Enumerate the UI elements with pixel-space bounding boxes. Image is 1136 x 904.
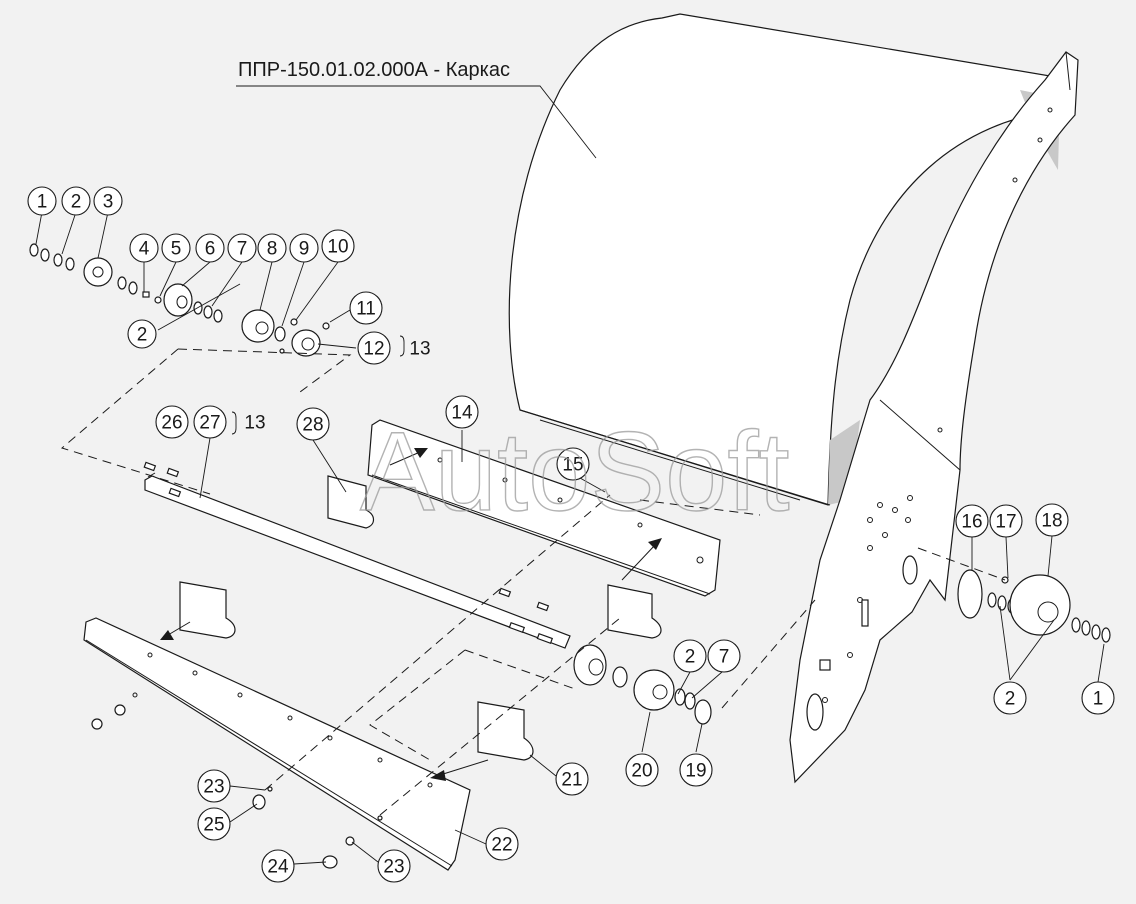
- callout-leaders: [35, 211, 1105, 865]
- svg-text:15: 15: [562, 455, 583, 476]
- callout-1: 1: [27, 186, 57, 216]
- scraper-bar: [367, 419, 721, 597]
- svg-text:8: 8: [267, 239, 278, 260]
- callout-28: 28: [296, 407, 330, 441]
- callout-5: 5: [161, 233, 191, 263]
- svg-text:22: 22: [491, 835, 512, 856]
- left-sprocket-stack: [29, 243, 330, 357]
- callout-21: 21: [555, 762, 589, 796]
- svg-text:3: 3: [103, 192, 114, 213]
- right-drive-parts: [573, 644, 712, 725]
- svg-text:24: 24: [267, 857, 289, 878]
- svg-text:18: 18: [1041, 511, 1062, 532]
- callout-14: 14: [445, 395, 479, 429]
- svg-text:14: 14: [451, 403, 473, 424]
- svg-text:20: 20: [631, 761, 652, 782]
- svg-text:1: 1: [1093, 689, 1104, 710]
- callout-26: 26: [155, 405, 189, 439]
- svg-text:9: 9: [299, 239, 310, 260]
- rubber-pad-28: [327, 475, 375, 529]
- callout-15: 15: [556, 447, 590, 481]
- svg-text:25: 25: [203, 815, 224, 836]
- svg-text:13: 13: [244, 413, 265, 434]
- rubber-pad-21: [477, 701, 534, 761]
- svg-text:2: 2: [685, 647, 696, 668]
- callout-25: 25: [197, 807, 231, 841]
- callout-20: 20: [625, 753, 659, 787]
- callout-2-left: 2: [127, 319, 157, 349]
- callout-23-upper: 23: [197, 769, 231, 803]
- drive-shaft: [143, 461, 571, 649]
- callouts: 1 2 3 4 5 6 7 8 9 10 2 11 12 13 26 27 13…: [27, 186, 1115, 883]
- title-label: ППР-150.01.02.000А - Каркас: [238, 59, 510, 81]
- callout-6: 6: [195, 233, 225, 263]
- svg-text:19: 19: [685, 761, 706, 782]
- fasteners: [252, 786, 383, 869]
- svg-text:4: 4: [139, 239, 150, 260]
- callout-13-mid: 13: [244, 413, 265, 434]
- callout-1-right: 1: [1081, 681, 1115, 715]
- svg-text:23: 23: [203, 777, 224, 798]
- assembly-lines: [60, 348, 1006, 816]
- svg-text:12: 12: [363, 339, 384, 360]
- callout-24: 24: [261, 849, 295, 883]
- callout-8: 8: [257, 233, 287, 263]
- svg-text:10: 10: [327, 237, 348, 258]
- svg-text:23: 23: [383, 857, 404, 878]
- callout-7-mid: 7: [707, 639, 741, 673]
- callout-9: 9: [289, 233, 319, 263]
- svg-text:2: 2: [1005, 689, 1016, 710]
- callout-4: 4: [129, 233, 159, 263]
- frame-body: [508, 13, 1079, 784]
- rubber-pad-upper-left: [179, 581, 236, 639]
- svg-text:7: 7: [237, 239, 248, 260]
- callout-19: 19: [679, 753, 713, 787]
- callout-7: 7: [227, 233, 257, 263]
- svg-text:11: 11: [356, 299, 376, 320]
- side-sprocket-assembly: [957, 569, 1111, 643]
- svg-text:16: 16: [961, 512, 982, 533]
- callout-12: 12: [357, 331, 391, 365]
- callout-2-mid: 2: [673, 639, 707, 673]
- callout-2: 2: [61, 186, 91, 216]
- svg-text:7: 7: [719, 647, 730, 668]
- callout-2-right: 2: [993, 681, 1027, 715]
- callout-10: 10: [321, 229, 355, 263]
- svg-text:13: 13: [409, 339, 430, 360]
- callout-23-lower: 23: [377, 849, 411, 883]
- callout-16: 16: [955, 504, 989, 538]
- callout-22: 22: [485, 827, 519, 861]
- svg-text:21: 21: [561, 770, 582, 791]
- callout-11: 11: [349, 291, 383, 325]
- svg-text:26: 26: [161, 413, 182, 434]
- svg-text:2: 2: [137, 325, 148, 346]
- callout-17: 17: [989, 504, 1023, 538]
- callout-18: 18: [1035, 503, 1069, 537]
- svg-text:28: 28: [302, 415, 323, 436]
- bottom-cover: [83, 617, 471, 871]
- callout-3: 3: [93, 186, 123, 216]
- svg-text:6: 6: [205, 239, 216, 260]
- arrows: [160, 448, 662, 781]
- callout-27: 27: [193, 405, 227, 439]
- svg-text:27: 27: [199, 413, 220, 434]
- svg-text:17: 17: [995, 512, 1016, 533]
- svg-text:2: 2: [71, 192, 82, 213]
- svg-text:5: 5: [171, 239, 182, 260]
- svg-text:1: 1: [37, 192, 48, 213]
- callout-13-top: 13: [409, 339, 430, 360]
- rubber-pad-middle: [607, 584, 662, 639]
- watermark: AutoSoft: [360, 409, 790, 534]
